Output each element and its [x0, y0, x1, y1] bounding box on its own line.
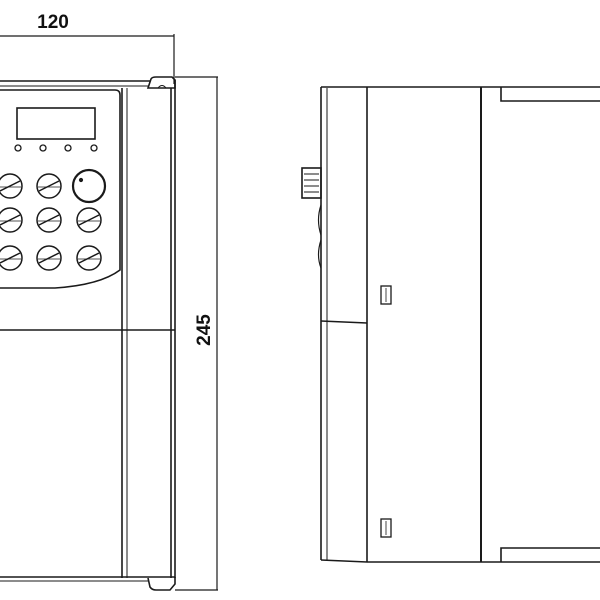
keypad-button — [76, 245, 102, 271]
vent-slot — [380, 518, 392, 538]
button-slash-mark — [78, 252, 100, 264]
height-dimension-label: 245 — [194, 314, 215, 346]
side-knob — [301, 167, 322, 199]
keypad-button — [36, 207, 62, 233]
top-mounting-tab — [146, 76, 176, 89]
button-slash-mark — [0, 180, 21, 192]
potentiometer-knob — [71, 168, 107, 204]
keypad-buttons — [0, 173, 102, 271]
height-dimension: 245 — [175, 76, 218, 591]
width-dimension-label: 120 — [37, 12, 69, 33]
button-slash-mark — [0, 252, 21, 264]
keypad-button — [36, 245, 62, 271]
button-slash-mark — [38, 252, 60, 264]
button-slash-mark — [38, 214, 60, 226]
button-slash-mark — [38, 180, 60, 192]
width-dimension: 120 — [0, 12, 175, 84]
indicator-leds — [14, 144, 98, 152]
keypad-panel — [0, 89, 121, 289]
bottom-mounting-tab — [147, 577, 176, 591]
side-view — [301, 86, 600, 563]
keypad-button — [76, 207, 102, 233]
front-view — [0, 76, 176, 591]
button-slash-mark — [78, 214, 100, 226]
keypad-button — [0, 245, 23, 271]
keypad-button — [0, 173, 23, 199]
button-slash-mark — [0, 214, 21, 226]
keypad-button — [36, 173, 62, 199]
vent-slot — [380, 285, 392, 305]
keypad-button — [0, 207, 23, 233]
display-screen — [16, 107, 96, 140]
